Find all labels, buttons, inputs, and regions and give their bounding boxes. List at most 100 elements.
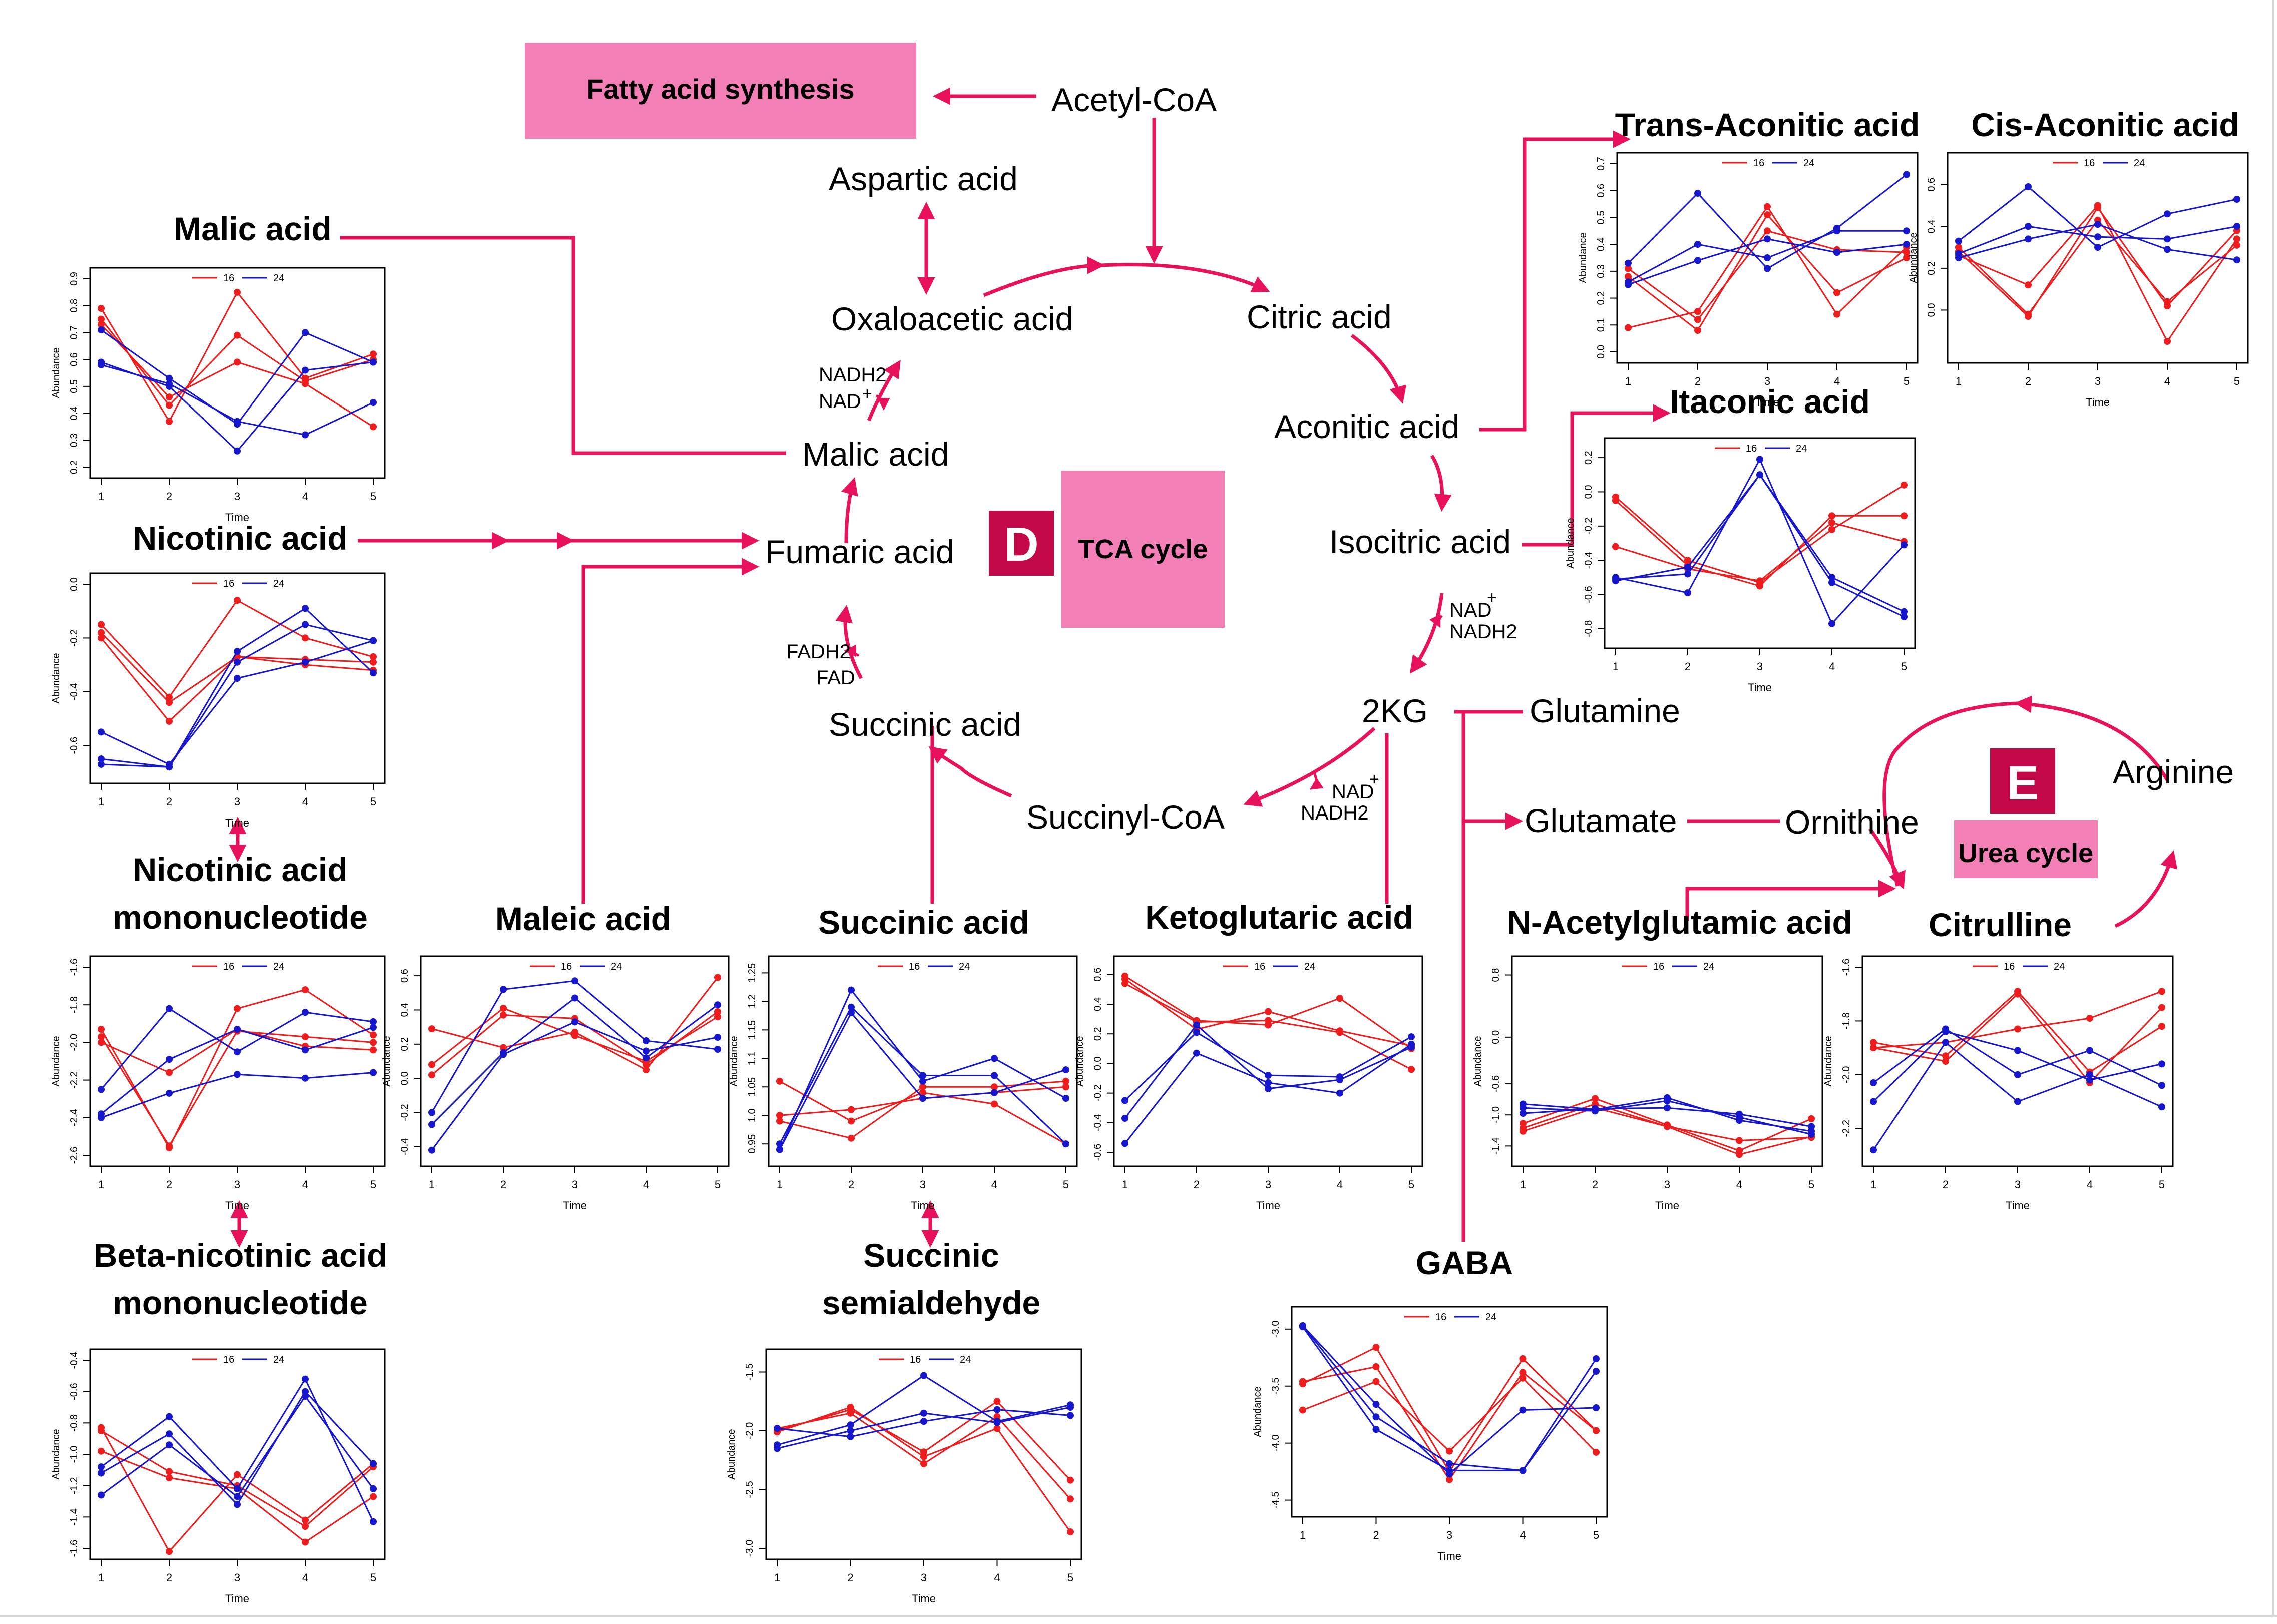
series-point-24 [2094, 221, 2101, 228]
cofactor-nad-c: NAD [1332, 781, 1374, 803]
series-point-16 [500, 1005, 507, 1012]
series-point-16 [1592, 1095, 1599, 1102]
y-tick-label: 0.4 [1926, 219, 1937, 233]
cofactor-nad-b: NAD [1449, 599, 1491, 621]
series-point-16 [1067, 1476, 1074, 1484]
badge-e-label: E [2007, 756, 2039, 810]
series-point-24 [1828, 620, 1835, 627]
series-point-24 [2014, 1071, 2021, 1078]
series-point-16 [500, 1044, 507, 1051]
series-point-24 [1593, 1404, 1600, 1411]
legend-label-16: 16 [561, 961, 572, 972]
x-tick-label: 3 [234, 1571, 240, 1584]
x-tick-label: 3 [1764, 375, 1770, 387]
series-point-16 [166, 1468, 173, 1475]
series-point-16 [98, 1039, 105, 1046]
x-axis-label: Time [225, 817, 249, 829]
x-tick-label: 4 [643, 1178, 649, 1191]
legend-label-16: 16 [223, 273, 234, 284]
series-point-24 [1408, 1041, 1415, 1048]
series-point-16 [166, 418, 173, 425]
series-point-16 [1736, 1151, 1743, 1158]
chart-title: Malic acid [174, 210, 331, 247]
node-isocitric-acid: Isocitric acid [1329, 523, 1511, 560]
series-point-16 [98, 621, 105, 628]
x-tick-label: 1 [98, 490, 104, 503]
series-point-16 [2014, 1025, 2021, 1033]
x-tick-label: 3 [2095, 375, 2101, 387]
series-point-24 [1903, 227, 1910, 235]
x-tick-label: 4 [994, 1571, 1000, 1584]
y-tick-label: 0.7 [1596, 157, 1607, 171]
chart-title-line2: mononucleotide [113, 1284, 368, 1321]
series-point-16 [302, 1516, 309, 1524]
y-tick-label: 0.2 [1926, 261, 1937, 275]
chart-frame [1604, 437, 1916, 649]
series-point-16 [1756, 582, 1763, 590]
series-point-16 [1519, 1355, 1527, 1362]
series-point-16 [919, 1083, 926, 1091]
series-point-24 [302, 621, 309, 628]
y-tick-label: 0.0 [1926, 303, 1937, 317]
series-point-16 [166, 693, 173, 701]
x-tick-label: 4 [302, 490, 308, 503]
series-point-24 [714, 1046, 721, 1053]
y-axis-label: Abundance [51, 653, 62, 703]
series-point-16 [370, 1031, 377, 1039]
legend-label-24: 24 [273, 578, 284, 589]
node-aspartic-acid: Aspartic acid [829, 160, 1018, 197]
legend-label-16: 16 [1435, 1312, 1446, 1323]
y-tick-label: -0.2 [399, 1104, 410, 1121]
legend-label-16: 16 [223, 578, 234, 589]
series-point-16 [166, 1548, 173, 1555]
series-point-16 [428, 1071, 435, 1079]
cofactor-plus-a: + [862, 384, 872, 403]
series-point-16 [166, 393, 173, 401]
x-tick-label: 5 [370, 795, 376, 808]
series-point-24 [919, 1072, 926, 1079]
series-point-24 [1764, 265, 1771, 272]
x-tick-label: 4 [1337, 1178, 1343, 1191]
series-point-24 [302, 605, 309, 612]
y-tick-label: 0.6 [1926, 178, 1937, 192]
series-point-24 [98, 1114, 105, 1121]
series-point-16 [370, 1493, 377, 1500]
series-point-16 [848, 1134, 855, 1142]
series-point-24 [234, 1048, 241, 1056]
series-point-16 [1764, 211, 1771, 219]
x-tick-label: 1 [1956, 375, 1962, 387]
series-point-16 [776, 1112, 783, 1119]
series-point-16 [2014, 990, 2021, 998]
series-point-24 [234, 658, 241, 666]
series-point-24 [234, 1501, 241, 1508]
series-point-24 [2233, 196, 2240, 203]
y-tick-label: 0.8 [69, 299, 80, 313]
series-point-24 [1664, 1097, 1671, 1105]
series-point-16 [1625, 265, 1632, 272]
node-succinic-acid: Succinic acid [829, 706, 1021, 743]
x-tick-label: 4 [1834, 375, 1840, 387]
y-axis-label: Abundance [1074, 1036, 1085, 1086]
x-tick-label: 5 [1901, 660, 1907, 673]
legend-label-24: 24 [273, 961, 284, 972]
series-point-24 [774, 1425, 781, 1432]
tca-cycle-box [1061, 471, 1225, 628]
series-point-24 [1694, 241, 1701, 248]
x-tick-label: 2 [1194, 1178, 1200, 1191]
series-point-24 [1870, 1146, 1877, 1154]
series-point-24 [2158, 1103, 2165, 1111]
y-tick-label: -0.8 [69, 1414, 80, 1431]
tca-cycle-label: TCA cycle [1078, 534, 1208, 564]
series-point-24 [1664, 1104, 1671, 1112]
x-tick-label: 5 [1067, 1571, 1073, 1584]
series-point-16 [370, 1039, 377, 1046]
y-tick-label: -1.0 [69, 1446, 80, 1463]
series-point-24 [98, 760, 105, 768]
legend-label-16: 16 [2084, 158, 2095, 169]
series-point-16 [1736, 1137, 1743, 1144]
y-tick-label: -0.4 [1583, 552, 1594, 569]
series-point-24 [302, 366, 309, 374]
